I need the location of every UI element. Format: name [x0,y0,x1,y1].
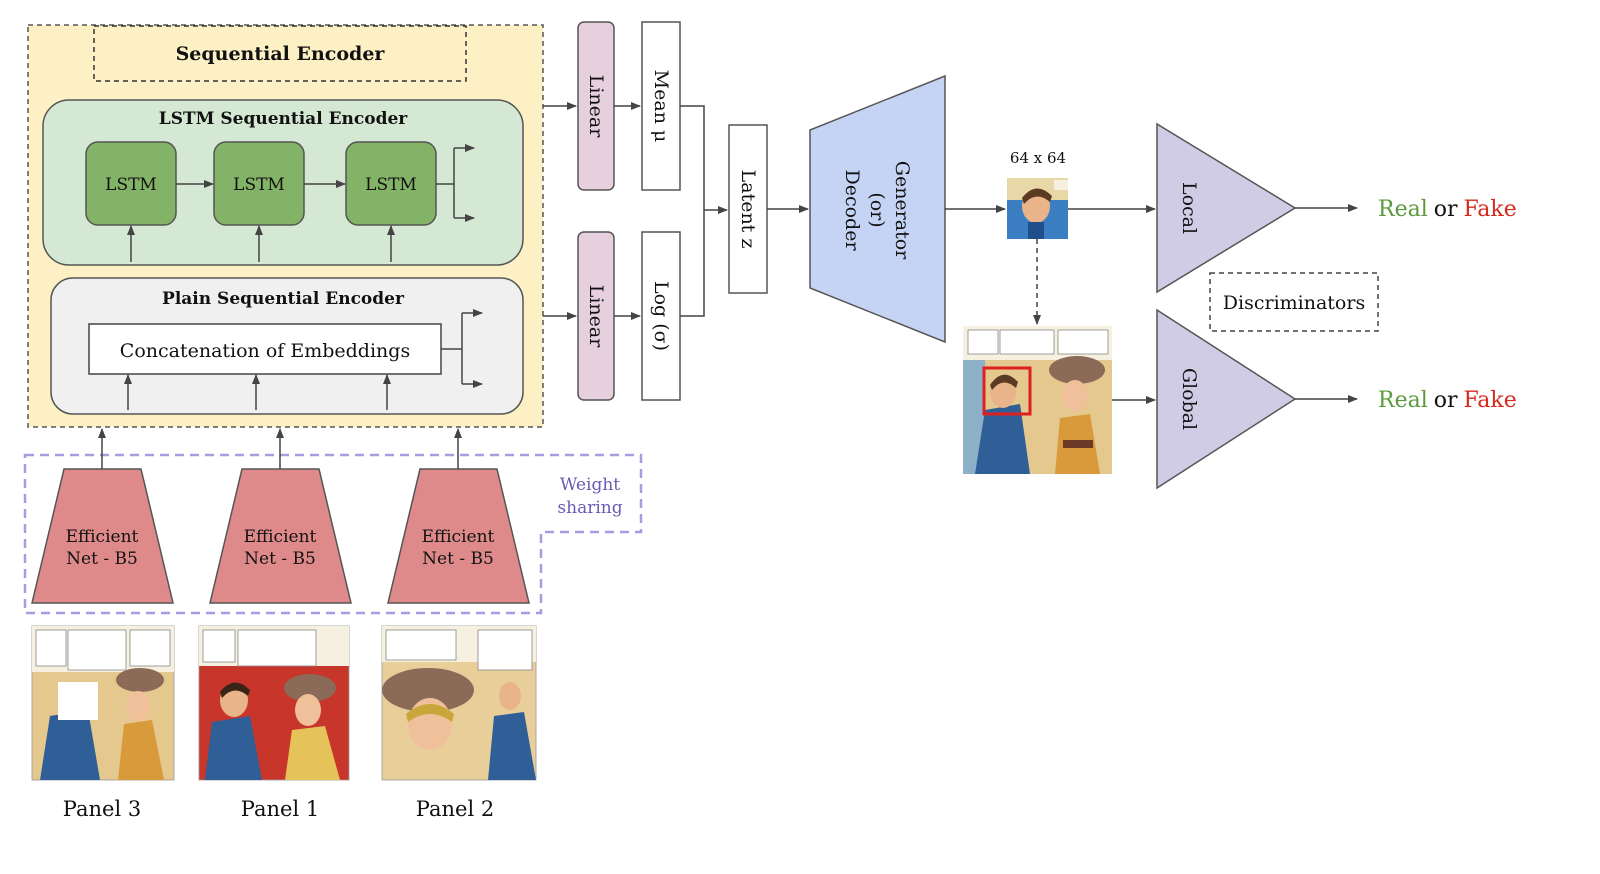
local-or-text: or [1434,197,1458,222]
lstm-encoder-title: LSTM Sequential Encoder [159,109,409,129]
plain-encoder-title: Plain Sequential Encoder [162,289,405,309]
generated-patch-image [1007,178,1068,239]
sequential-encoder-title-box [93,25,467,82]
lstm-cell-3-label: LSTM [365,175,417,195]
backbone-3-line-1: Efficient [422,527,495,547]
panel-2-label: Panel 2 [416,797,494,821]
backbone-2-line-2: Net - B5 [244,549,316,569]
plain-sequential-encoder: Plain Sequential Encoder Concatenation o… [50,277,524,415]
panel-1-image [198,625,350,781]
full-generated-panel-image [963,326,1112,474]
global-or-text: or [1434,388,1458,413]
panel-2-image [381,625,537,781]
backbone-1-line-1: Efficient [66,527,139,547]
output-size-label: 64 x 64 [1010,149,1066,167]
global-discriminator [1156,308,1297,490]
logsigma-label: Log (σ) [650,281,672,351]
weight-sharing-region [23,453,643,615]
panel-1-label: Panel 1 [241,797,319,821]
local-fake-text: Fake [1464,197,1517,222]
global-real-text: Real [1378,388,1428,413]
backbone-1-line-2: Net - B5 [66,549,138,569]
efficientnet-backbone-1 [31,468,174,604]
generator-line-3: Decoder [841,169,863,251]
generator-line-2: (or) [866,192,888,227]
generator-decoder [809,74,946,344]
weight-sharing-line-2: sharing [557,498,622,518]
latent-z-box [728,124,768,294]
local-real-text: Real [1378,197,1428,222]
masked-region [58,682,98,720]
local-discriminator-label: Local [1178,182,1200,234]
efficientnet-backbone-2 [209,468,352,604]
concatenation-label: Concatenation of Embeddings [120,340,410,362]
local-discriminator [1156,122,1297,294]
generator-line-1: Generator [891,161,913,260]
sequential-encoder-title: Sequential Encoder [176,43,386,65]
logsigma-box [641,231,681,401]
backbone-2-line-1: Efficient [244,527,317,547]
lstm-cell-2-label: LSTM [233,175,285,195]
panel-3-image [31,625,175,781]
linear-logsigma-label: Linear [585,285,607,349]
panel-3-label: Panel 3 [63,797,141,821]
discriminators-box [1209,272,1379,332]
latent-z-label: Latent z [737,170,759,249]
efficientnet-backbone-3 [387,468,530,604]
crop-region-box [982,366,1032,416]
global-discriminator-label: Global [1178,368,1200,430]
discriminators-label: Discriminators [1223,292,1365,314]
lstm-cell-1-label: LSTM [105,175,157,195]
concatenation-box [88,323,442,375]
linear-mean-label: Linear [585,75,607,139]
mean-label: Mean μ [650,70,672,143]
global-fake-text: Fake [1464,388,1517,413]
lstm-sequential-encoder: LSTM Sequential Encoder LSTM LSTM LSTM [42,99,524,266]
backbone-3-line-2: Net - B5 [422,549,494,569]
weight-sharing-line-1: Weight [560,475,620,495]
